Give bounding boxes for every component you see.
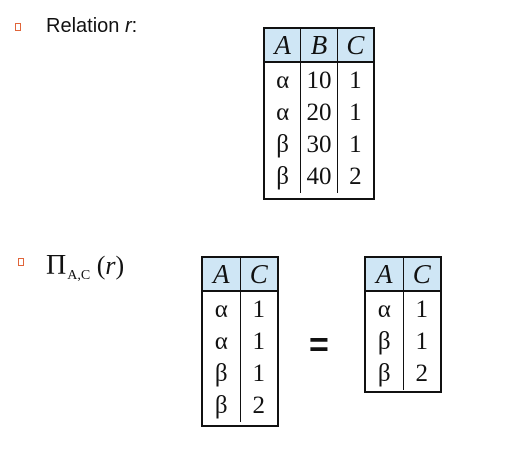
projection-intermediate-table: A C α α β β 1 1 1 2 [201, 256, 279, 427]
table-cell: 1 [349, 99, 362, 126]
table-cell: 1 [252, 296, 266, 323]
column-c: 1 1 2 [404, 292, 441, 390]
projection-label: ΠA,C (r) [46, 250, 125, 283]
table-cell: α [214, 328, 228, 355]
table-cell: 2 [349, 163, 362, 190]
bullet-icon [18, 258, 24, 266]
table-cell: 1 [415, 328, 429, 355]
column-c: 1 1 1 2 [241, 292, 278, 422]
table-cell: 30 [306, 131, 332, 158]
table-cell: 1 [415, 296, 429, 323]
table-cell: β [377, 328, 391, 355]
column-header: A [265, 29, 302, 61]
table-cell: β [214, 392, 228, 419]
table-cell: 1 [349, 131, 362, 158]
table-header: A B C [265, 29, 373, 63]
column-a: α α β β [265, 63, 302, 193]
table-cell: 40 [306, 163, 332, 190]
column-b: 10 20 30 40 [301, 63, 338, 193]
table-cell: β [214, 360, 228, 387]
table-cell: 10 [306, 67, 332, 94]
column-header: A [366, 258, 404, 290]
table-cell: α [276, 99, 290, 126]
column-c: 1 1 1 2 [338, 63, 373, 193]
table-cell: β [276, 131, 290, 158]
table-cell: 2 [415, 360, 429, 387]
table-cell: α [214, 296, 228, 323]
table-header: A C [203, 258, 277, 292]
table-cell: 20 [306, 99, 332, 126]
table-cell: α [276, 67, 290, 94]
table-cell: 2 [252, 392, 266, 419]
table-cell: β [276, 163, 290, 190]
column-header: B [301, 29, 338, 61]
column-a: α α β β [203, 292, 241, 422]
table-cell: 1 [252, 328, 266, 355]
table-header: A C [366, 258, 440, 292]
table-cell: 1 [252, 360, 266, 387]
column-header: C [346, 30, 365, 60]
relation-r-table: A B C α α β β 10 20 30 40 1 1 1 2 [263, 27, 375, 200]
relation-label: Relation r: [46, 15, 138, 37]
bullet-icon [15, 23, 21, 31]
column-header: C [249, 259, 268, 289]
equals-sign: = [309, 326, 329, 364]
projection-result-table: A C α β β 1 1 2 [364, 256, 442, 393]
table-cell: β [377, 360, 391, 387]
column-header: A [203, 258, 241, 290]
column-a: α β β [366, 292, 404, 390]
table-cell: 1 [349, 67, 362, 94]
column-header: C [412, 259, 431, 289]
table-cell: α [377, 296, 391, 323]
